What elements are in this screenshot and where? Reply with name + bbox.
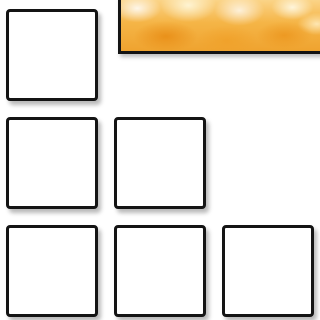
empty-tile-r2-c1[interactable] <box>6 117 98 209</box>
empty-tile-r3-c1[interactable] <box>6 225 98 317</box>
empty-tile-r3-c3[interactable] <box>222 225 314 317</box>
orange-texture-piece[interactable] <box>118 0 320 54</box>
empty-tile-r1-c1[interactable] <box>6 9 98 101</box>
empty-tile-r3-c2[interactable] <box>114 225 206 317</box>
empty-tile-r2-c2[interactable] <box>114 117 206 209</box>
